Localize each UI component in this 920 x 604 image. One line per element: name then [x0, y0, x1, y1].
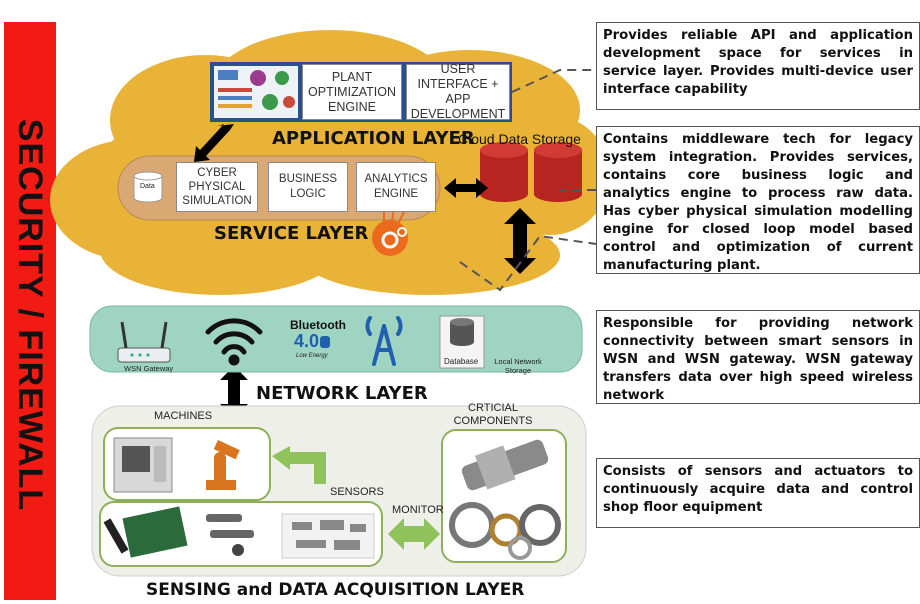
wsn-gateway-label: WSN Gateway	[124, 364, 174, 373]
local-network-storage-label: Local Network Storage	[494, 357, 542, 375]
data-cylinder-icon	[133, 171, 163, 203]
bluetooth-sub: Low Energy	[296, 353, 328, 359]
spindle-image	[461, 439, 549, 491]
application-layer-description: Provides reliable API and application de…	[596, 22, 920, 110]
sensing-layer-title: SENSING and DATA ACQUISITION LAYER	[146, 580, 525, 600]
database-label: Database	[444, 357, 479, 366]
cyber-physical-simulation-box: CYBER PHYSICAL SIMULATION	[176, 162, 258, 212]
sensor-board-image	[103, 506, 188, 558]
cloud-data-storage-label: Cloud Data Storage	[458, 131, 581, 147]
service-layer-title: SERVICE LAYER	[214, 223, 369, 244]
user-interface-box: USER INTERFACE + APP DEVELOPMENT	[406, 62, 510, 121]
sensor-kit-image	[281, 513, 375, 559]
machines-label: MACHINES	[154, 410, 213, 422]
network-layer-description: Responsible for providing network connec…	[596, 310, 920, 404]
wifi-icon	[205, 318, 263, 366]
green-arrows	[272, 446, 440, 550]
dashed-connectors	[459, 69, 597, 292]
network-layer-title: NETWORK LAYER	[256, 383, 428, 404]
proximity-sensors-image	[206, 514, 254, 556]
tower-icon	[365, 316, 403, 366]
black-arrows	[194, 124, 536, 418]
cloud-storage-cylinders	[480, 142, 582, 202]
analytics-gear-icon	[372, 207, 408, 256]
business-logic-box: BUSINESS LOGIC	[268, 162, 348, 212]
service-layer-description: Contains middleware tech for legacy syst…	[596, 126, 920, 274]
plant-optimization-engine-box: PLANT OPTIMIZATION ENGINE	[302, 64, 402, 120]
dashboard-thumbnail	[210, 62, 302, 122]
bluetooth-icon	[320, 336, 330, 348]
database-icon	[439, 315, 485, 369]
data-label: Data	[140, 183, 155, 190]
wsn-gateway-icon	[117, 321, 171, 363]
bluetooth-version: 4.0	[294, 331, 320, 351]
application-layer-title: APPLICATION LAYER	[272, 128, 475, 149]
critical-components-label: CRTICIAL COMPONENTS	[453, 402, 533, 427]
security-firewall-bar	[4, 22, 56, 600]
sensors-label: SENSORS	[330, 486, 384, 498]
robot-arm-image	[206, 440, 240, 490]
bearings-image	[449, 502, 561, 560]
analytics-engine-box: ANALYTICS ENGINE	[356, 162, 436, 212]
sensing-layer-description: Consists of sensors and actuators to con…	[596, 458, 920, 528]
bluetooth-logo-text: Bluetooth	[290, 318, 346, 332]
cnc-machine-image	[113, 437, 173, 493]
monitor-label: MONITOR	[392, 504, 444, 516]
